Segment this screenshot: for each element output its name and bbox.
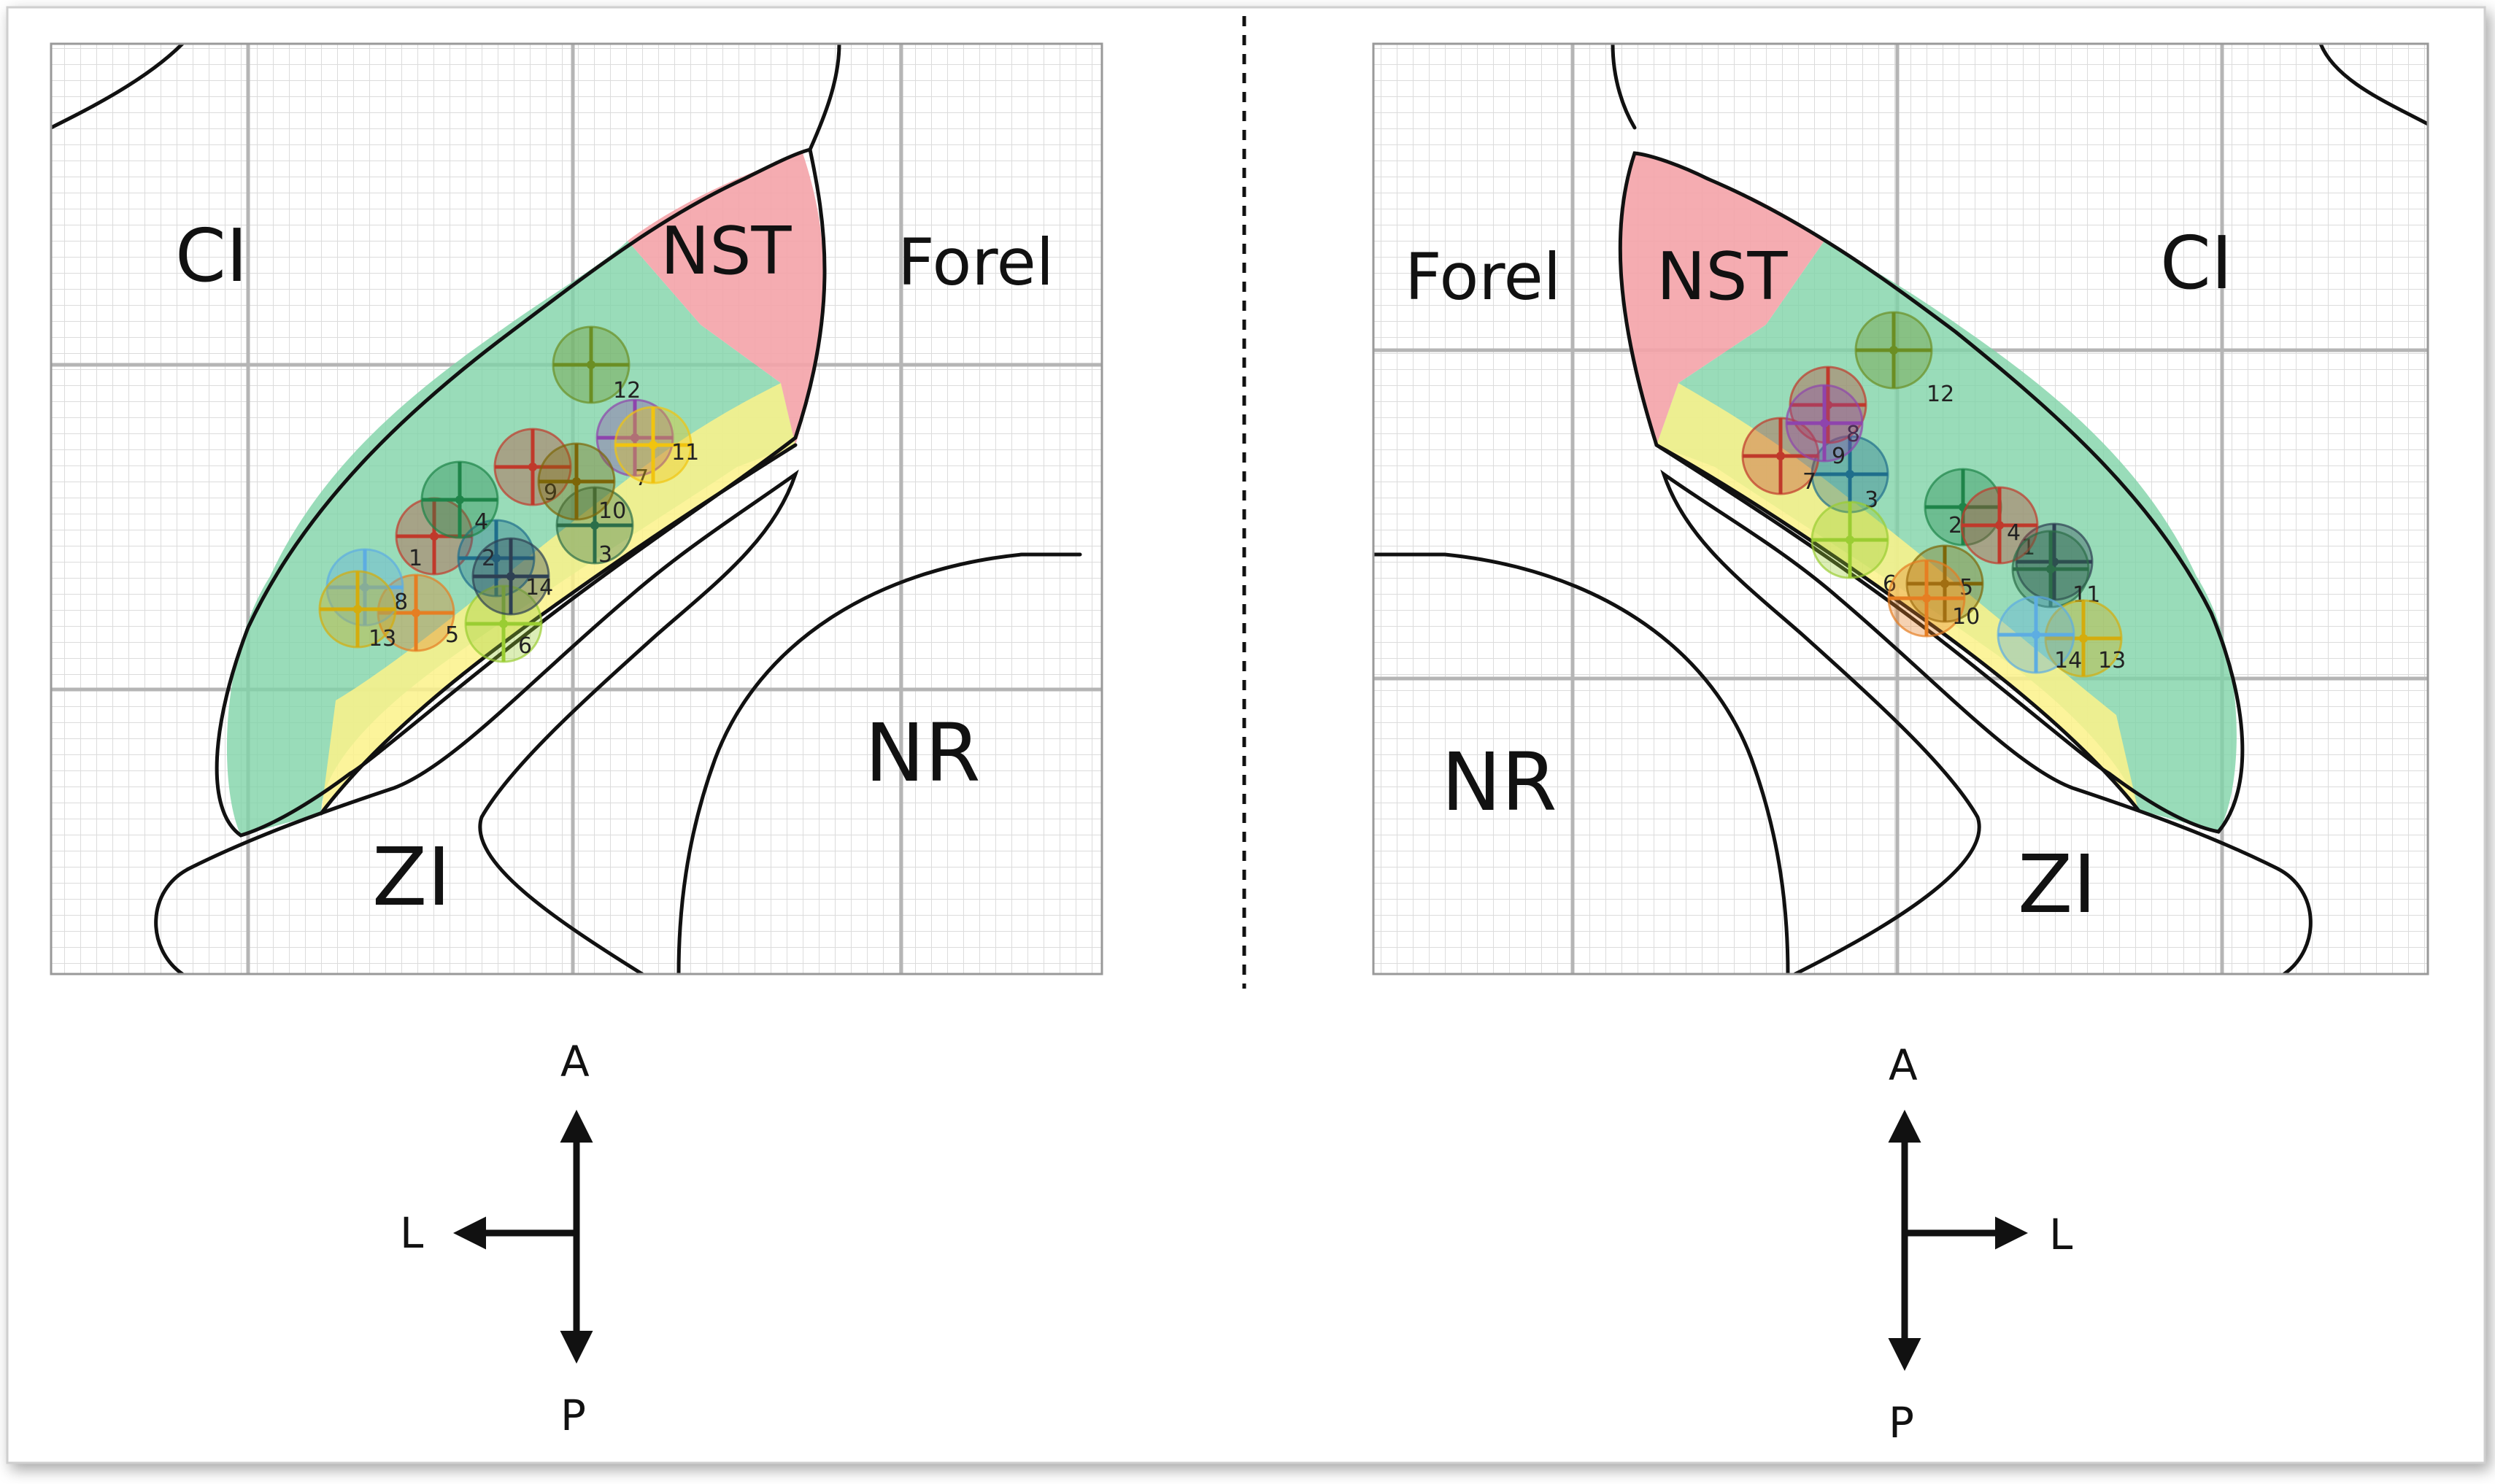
left-contact-number-2: 2 xyxy=(482,546,495,571)
right-contact-marker-6: 6 xyxy=(1810,501,1897,597)
left-orientation-compass: A P L xyxy=(400,1037,593,1440)
left-zi-region xyxy=(321,383,795,814)
left-zi-label: ZI xyxy=(372,830,451,924)
right-contact-number-13: 13 xyxy=(2098,648,2126,673)
right-direction-anterior: A xyxy=(1889,1040,1918,1090)
left-panel-border xyxy=(50,42,1103,975)
right-zi-label: ZI xyxy=(2018,838,2097,931)
right-contact-number-9: 9 xyxy=(1832,444,1846,469)
right-contact-marker-12: 12 xyxy=(1854,311,1954,407)
right-contact-marker-14: 14 xyxy=(1997,595,2082,674)
left-contact-marker-14: 14 xyxy=(471,537,553,616)
right-contact-marker-7: 7 xyxy=(1741,417,1820,495)
right-orientation-compass: A P L xyxy=(1888,1040,2072,1448)
right-contact-marker-4: 4 xyxy=(1960,486,2039,565)
left-contact-number-6: 6 xyxy=(518,633,532,659)
right-nr-label: NR xyxy=(1441,735,1557,829)
left-direction-posterior: P xyxy=(560,1391,586,1440)
right-contact-marker-13: 13 xyxy=(2044,599,2126,678)
left-ci-label: CI xyxy=(175,213,247,298)
left-nst-label: NST xyxy=(660,213,792,290)
right-ci-region xyxy=(1657,241,2237,832)
left-contact-marker-3: 3 xyxy=(555,486,634,568)
left-contact-marker-13: 13 xyxy=(318,570,397,652)
left-contact-number-13: 13 xyxy=(369,626,396,652)
right-direction-lateral: L xyxy=(2049,1210,2072,1259)
right-contact-marker-11: 11 xyxy=(2011,530,2100,608)
left-contact-marker-8: 8 xyxy=(325,548,408,627)
left-contact-number-11: 11 xyxy=(671,440,699,465)
right-contact-number-10: 10 xyxy=(1952,604,1980,630)
left-contact-number-1: 1 xyxy=(409,546,423,571)
right-direction-posterior: P xyxy=(1889,1398,1914,1448)
left-direction-lateral: L xyxy=(400,1208,423,1258)
right-contact-marker-10: 10 xyxy=(1887,559,1980,638)
left-forel-label: Forel xyxy=(898,225,1054,300)
left-contact-marker-10: 10 xyxy=(537,442,626,524)
right-outlines xyxy=(1373,44,2428,974)
left-contact-number-5: 5 xyxy=(445,622,459,648)
right-contact-marker-3: 3 xyxy=(1810,435,1889,514)
right-contact-number-6: 6 xyxy=(1883,571,1897,597)
left-contact-number-12: 12 xyxy=(613,378,641,403)
left-contact-number-4: 4 xyxy=(474,509,488,535)
right-contact-number-5: 5 xyxy=(1959,575,1973,600)
left-contact-number-8: 8 xyxy=(394,590,408,615)
left-outlines xyxy=(51,44,1082,974)
left-contact-marker-11: 11 xyxy=(614,406,699,484)
right-forel-label: Forel xyxy=(1405,239,1561,314)
right-contact-marker-1: 1 xyxy=(2015,522,2094,601)
right-contact-number-8: 8 xyxy=(1846,422,1860,447)
right-contact-number-7: 7 xyxy=(1802,469,1816,495)
left-contact-number-7: 7 xyxy=(635,465,649,491)
left-contact-number-10: 10 xyxy=(598,498,626,524)
left-contact-marker-9: 9 xyxy=(493,428,572,506)
right-nst-region xyxy=(1620,153,1824,445)
left-contact-number-3: 3 xyxy=(598,542,612,568)
left-contact-marker-5: 5 xyxy=(377,573,459,652)
right-contact-number-4: 4 xyxy=(2007,520,2021,546)
right-ci-label: CI xyxy=(2160,220,2232,306)
right-contact-number-12: 12 xyxy=(1927,382,1954,407)
left-nr-label: NR xyxy=(865,706,981,800)
right-contact-marker-9: 9 xyxy=(1785,384,1864,469)
right-contact-number-2: 2 xyxy=(1948,513,1962,538)
right-panel-border xyxy=(1372,42,2429,975)
left-contact-marker-4: 4 xyxy=(420,460,499,539)
right-nst-label: NST xyxy=(1657,239,1788,315)
left-nst-region xyxy=(628,153,824,445)
left-contact-marker-12: 12 xyxy=(552,325,641,404)
left-direction-anterior: A xyxy=(560,1037,590,1086)
left-contact-number-9: 9 xyxy=(544,480,558,506)
right-contact-number-14: 14 xyxy=(2054,648,2082,673)
left-contact-number-14: 14 xyxy=(525,575,553,600)
